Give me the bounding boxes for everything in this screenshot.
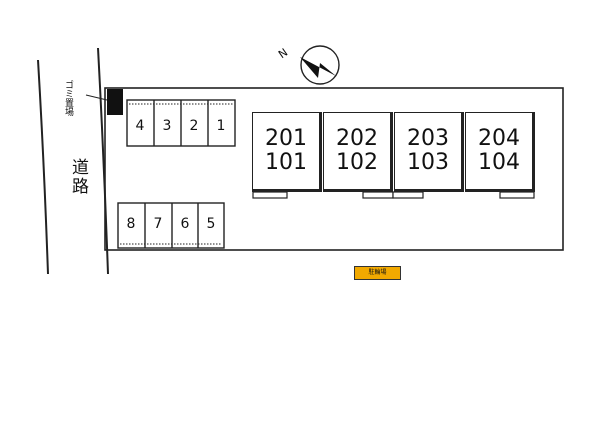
parking-slot-8: 8 (126, 216, 136, 232)
unit-upper-number: 203 (407, 126, 449, 151)
parking-slot-5: 5 (206, 216, 216, 232)
bicycle-parking-label: 駐輪場 (354, 266, 401, 280)
road-edge-right (97, 47, 109, 275)
parking-slot-3: 3 (162, 118, 172, 134)
road-label: 道路 (68, 158, 88, 196)
garbage-box (107, 89, 123, 115)
parking-slot-6: 6 (180, 216, 190, 232)
compass (300, 45, 340, 85)
garbage-leader-line (85, 94, 108, 101)
entrance-steps (252, 191, 535, 199)
unit-lower-number: 104 (478, 150, 520, 175)
unit-lower-number: 101 (265, 150, 307, 175)
unit-upper-number: 204 (478, 126, 520, 151)
parking-slot-4: 4 (135, 118, 145, 134)
unit-lower-number: 102 (336, 150, 378, 175)
compass-arrow-icon (300, 57, 336, 78)
unit-204-104: 204 104 (465, 112, 535, 192)
site-boundary (104, 87, 564, 251)
unit-lower-number: 103 (407, 150, 449, 175)
parking-slot-2: 2 (189, 118, 199, 134)
road-edge-left (37, 59, 49, 275)
unit-upper-number: 202 (336, 126, 378, 151)
unit-203-103: 203 103 (394, 112, 464, 192)
garbage-label: ゴミ置場 (63, 80, 73, 116)
unit-201-101: 201 101 (252, 112, 322, 192)
parking-slot-7: 7 (153, 216, 163, 232)
parking-row-top (126, 99, 236, 147)
unit-202-102: 202 102 (323, 112, 393, 192)
parking-row-bottom (117, 202, 225, 249)
unit-upper-number: 201 (265, 126, 307, 151)
parking-slot-1: 1 (216, 118, 226, 134)
